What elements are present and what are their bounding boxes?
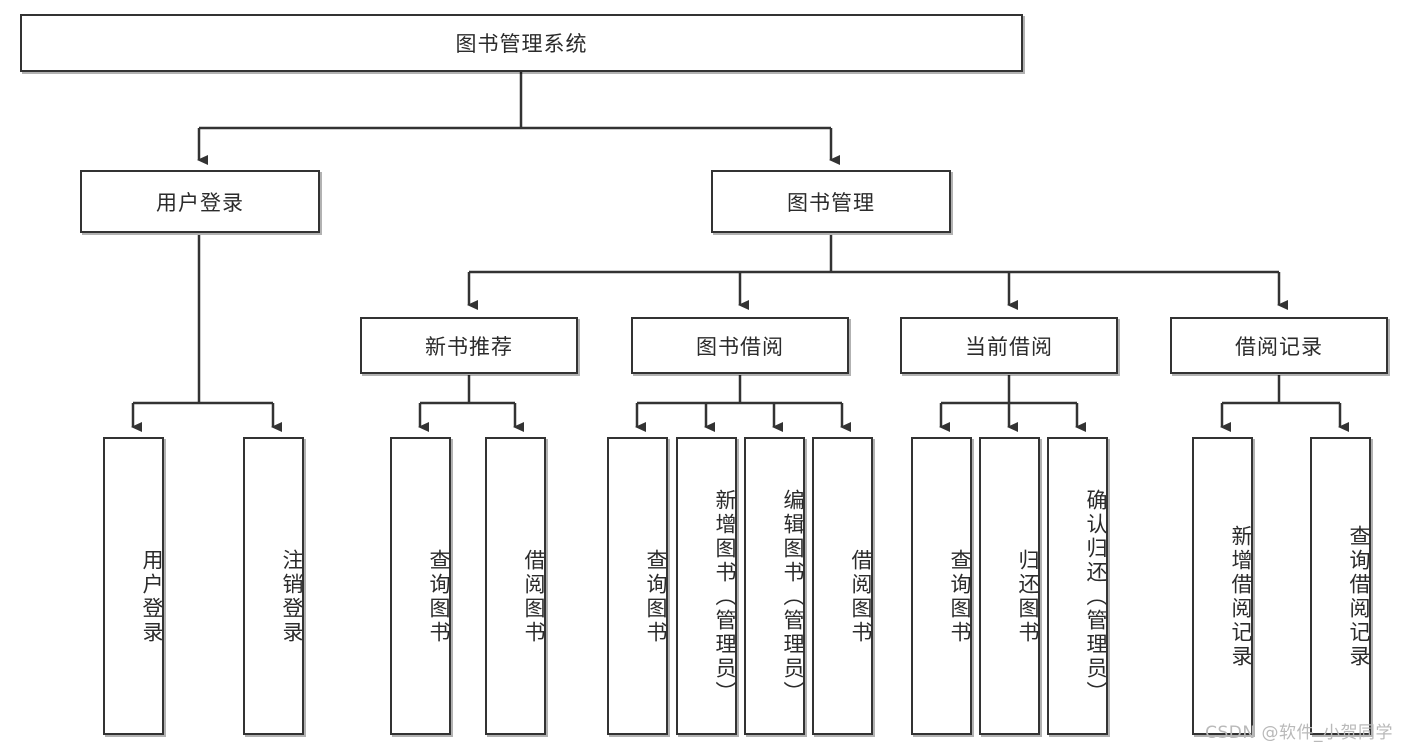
watermark: CSDN @软件_小贺同学	[1205, 723, 1393, 743]
node-book-borrow-label: 图书借阅	[696, 334, 784, 359]
leaf-book-borrow-borrow[interactable]: 借阅图书	[812, 437, 873, 735]
node-borrow-record-label: 借阅记录	[1235, 334, 1323, 359]
leaf-label: 查询图书	[644, 549, 668, 645]
leaf-label: 查询借阅记录	[1347, 525, 1371, 669]
node-root-label: 图书管理系统	[455, 32, 588, 56]
leaf-user-login-logout[interactable]: 注销登录	[243, 437, 304, 735]
leaf-label: 借阅图书	[849, 549, 873, 645]
leaf-label: 查询图书	[427, 549, 451, 645]
node-borrow-record[interactable]: 借阅记录	[1170, 317, 1388, 374]
leaf-borrow-record-query[interactable]: 查询借阅记录	[1310, 437, 1371, 735]
leaf-label: 查询图书	[948, 549, 972, 645]
node-user-login-label: 用户登录	[156, 190, 244, 215]
leaf-user-login-login[interactable]: 用户登录	[103, 437, 164, 735]
leaf-new-book-borrow[interactable]: 借阅图书	[485, 437, 546, 735]
node-book-management-label: 图书管理	[787, 190, 875, 215]
leaf-label: 新增借阅记录	[1229, 525, 1253, 669]
leaf-label: 编辑图书（管理员）	[781, 489, 805, 705]
node-current-borrow-label: 当前借阅	[965, 334, 1053, 359]
node-root[interactable]: 图书管理系统	[20, 14, 1023, 72]
node-user-login[interactable]: 用户登录	[80, 170, 320, 233]
leaf-label: 用户登录	[140, 549, 164, 645]
leaf-label: 注销登录	[280, 549, 304, 645]
node-book-management[interactable]: 图书管理	[711, 170, 951, 233]
leaf-book-borrow-edit[interactable]: 编辑图书（管理员）	[744, 437, 805, 735]
leaf-current-borrow-confirm[interactable]: 确认归还（管理员）	[1047, 437, 1108, 735]
node-new-book-recommend-label: 新书推荐	[425, 334, 513, 359]
leaf-label: 新增图书（管理员）	[713, 489, 737, 705]
leaf-borrow-record-add[interactable]: 新增借阅记录	[1192, 437, 1253, 735]
leaf-current-borrow-return[interactable]: 归还图书	[979, 437, 1040, 735]
leaf-label: 借阅图书	[522, 549, 546, 645]
node-new-book-recommend[interactable]: 新书推荐	[360, 317, 578, 374]
leaf-label: 归还图书	[1016, 549, 1040, 645]
leaf-current-borrow-query[interactable]: 查询图书	[911, 437, 972, 735]
node-current-borrow[interactable]: 当前借阅	[900, 317, 1118, 374]
leaf-book-borrow-add[interactable]: 新增图书（管理员）	[676, 437, 737, 735]
leaf-new-book-query[interactable]: 查询图书	[390, 437, 451, 735]
leaf-label: 确认归还（管理员）	[1084, 489, 1108, 705]
leaf-book-borrow-query[interactable]: 查询图书	[607, 437, 668, 735]
node-book-borrow[interactable]: 图书借阅	[631, 317, 849, 374]
